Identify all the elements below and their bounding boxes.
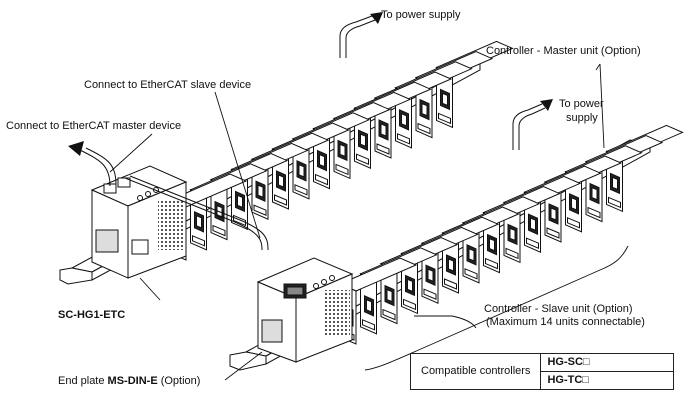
end-plate-label: End plate MS-DIN-E (Option) [58,375,200,388]
lower-assembly [229,99,684,371]
end-plate-prefix: End plate [58,375,108,387]
upper-cables [79,15,376,251]
ethercat-master-label: Connect to EtherCAT master device [6,120,182,132]
upper-controller-units [168,40,514,261]
power-supply-label-lower-1: To power [559,98,604,110]
slave-unit-label-2: (Maximum 14 units connectable) [486,316,645,328]
leader-lines [109,63,605,381]
power-arrow-lower [540,99,553,111]
master-unit-label: Controller - Master unit (Option) [486,45,641,57]
power-arrow-upper [370,12,383,24]
upper-assembly [59,12,514,285]
compatible-controllers-table: Compatible controllers HG-SC□ HG-TC□ [409,353,675,390]
table-row: HG-TC□ [411,371,675,390]
ethercat-slave-label: Connect to EtherCAT slave device [84,79,252,91]
lower-cables [512,103,546,150]
table-row: Compatible controllers HG-SC□ [409,353,675,390]
end-plate-model: MS-DIN-E [107,375,158,387]
sc-hg1-etc-module [90,165,188,279]
slave-bracket [364,245,629,371]
end-plate-suffix: (Option) [157,375,201,387]
table-header-cell: Compatible controllers [409,353,542,390]
master-device-arrow [68,141,84,156]
end-plate-module [256,257,354,363]
product-model-label: SC-HG1-ETC [58,309,126,321]
slave-unit-label-1: Controller - Slave unit (Option) [484,303,633,315]
power-supply-label-lower-2: supply [566,112,598,124]
lower-controller-units [338,124,684,345]
table-model-2: HG-TC□ [540,371,675,390]
power-supply-label-upper: To power supply [381,9,461,21]
table-model-1: HG-SC□ [540,353,675,372]
